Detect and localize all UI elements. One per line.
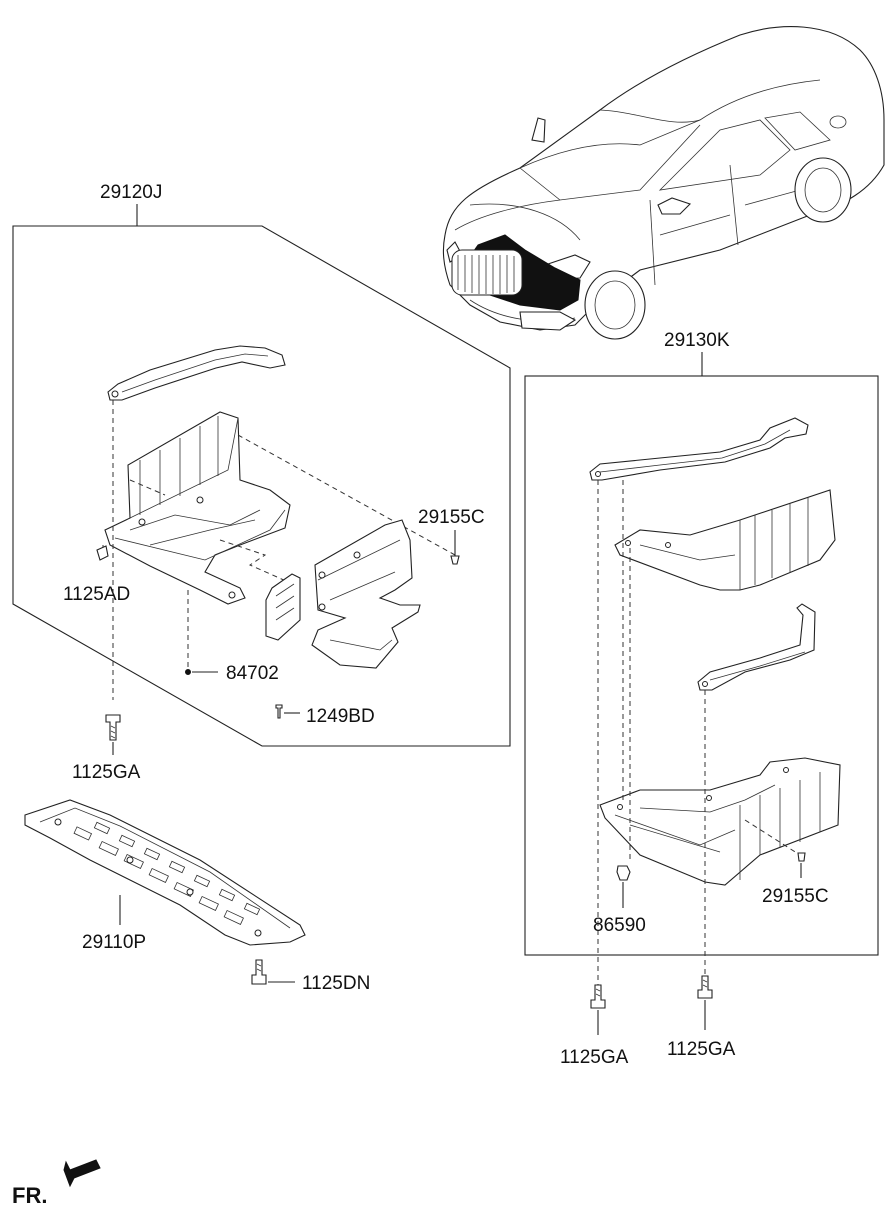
group-29130K: 29130K [524,330,879,985]
part-label-1125GA-right-b: 1125GA [667,1039,736,1060]
part-label-86590: 86590 [593,915,646,936]
part-label-1125GA-right-a: 1125GA [560,1047,629,1068]
bolt-1125GA-right-b-assembly: 1125GA [667,975,736,1060]
screw-1249BD [275,704,283,719]
front-arrow-icon [63,1159,101,1188]
part-label-1249BD: 1249BD [306,706,375,727]
bolt-1125AD [96,545,109,561]
part-label-1125DN: 1125DN [302,973,370,994]
bolt-1125DN [251,959,267,985]
part-label-84702: 84702 [226,663,279,684]
skid-plate-right [599,757,841,886]
clip-29155C-right [797,852,806,862]
clip-29155C-left [450,555,460,565]
part-label-29155C-right: 29155C [762,886,829,907]
group-29120J: 29120J 29155C [12,182,511,747]
front-direction-indicator: FR. [12,1159,101,1208]
upper-bracket-left [107,345,286,401]
under-cover-29110P: 29110P [24,799,306,953]
upper-bracket-right [589,417,809,481]
skid-plate-left [104,411,291,605]
bolt-1125GA-right-a-assembly: 1125GA [560,984,629,1068]
car-illustration [442,26,885,340]
lower-bracket-right [697,603,816,691]
group-label-29130K: 29130K [664,330,730,351]
clip-84702 [185,669,191,675]
bolt-1125GA-right-b [697,975,713,999]
group-outline-right [524,375,879,956]
bolt-1125GA-right-a [590,984,606,1009]
bolt-1125DN-assembly: 1125DN [251,959,370,994]
group-outline-left [12,225,511,747]
group-label-29120J: 29120J [100,182,162,203]
bracket-plate-left [311,519,421,669]
bolt-1125GA-left-assembly: 1125GA [72,714,141,783]
nut-86590 [616,865,631,881]
side-guard-left [265,573,301,641]
direction-label: FR. [12,1183,47,1208]
bolt-1125GA-left [105,714,121,741]
part-label-1125GA-left: 1125GA [72,762,141,783]
shield-right-upper [614,489,836,591]
part-label-29155C-left: 29155C [418,507,485,528]
part-label-29110P: 29110P [82,932,146,953]
part-label-1125AD: 1125AD [63,584,130,605]
